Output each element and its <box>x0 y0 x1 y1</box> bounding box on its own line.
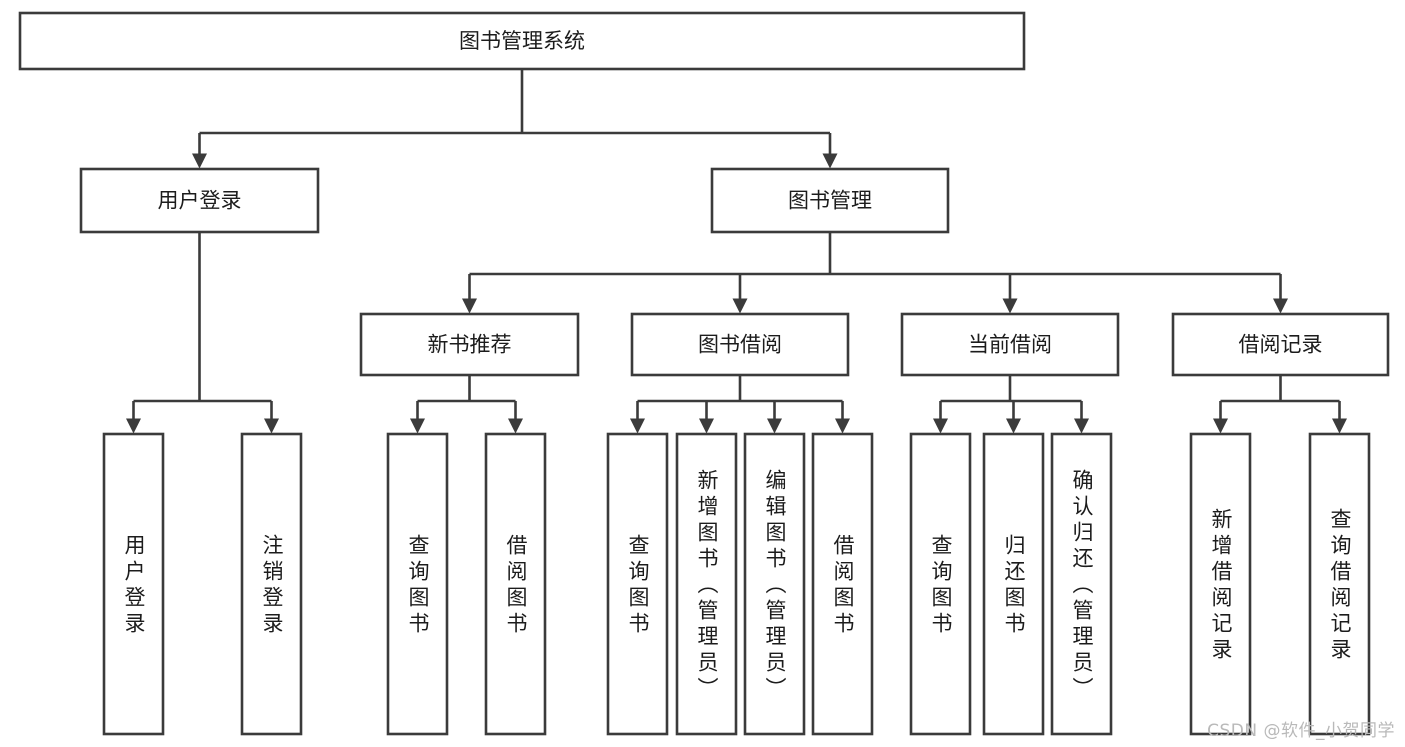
node-new-book-rec[interactable] <box>359 312 580 377</box>
node-leaf-edit-book[interactable] <box>743 432 806 736</box>
arrow-icon-new-book-rec <box>462 298 477 314</box>
arrow-icon-leaf-borrow-book <box>835 418 850 434</box>
node-current-borrow[interactable] <box>900 312 1120 377</box>
node-leaf-return-book[interactable] <box>982 432 1045 736</box>
node-layer <box>18 11 1390 736</box>
node-leaf-borrow-book-rec[interactable] <box>484 432 547 736</box>
arrow-icon-borrow-record <box>1273 298 1288 314</box>
node-leaf-query-record[interactable] <box>1308 432 1371 736</box>
node-leaf-borrow-book[interactable] <box>811 432 874 736</box>
arrow-icon-leaf-query-book-borrow <box>630 418 645 434</box>
node-user-login[interactable] <box>79 167 320 234</box>
arrow-icon-leaf-query-book-rec <box>410 418 425 434</box>
node-leaf-confirm-return[interactable] <box>1050 432 1113 736</box>
arrow-icon-book-manage <box>822 153 838 169</box>
node-leaf-query-book-rec[interactable] <box>386 432 449 736</box>
arrow-icon-leaf-user-login <box>126 418 141 434</box>
node-label-current-borrow: 当前借阅 <box>968 333 1052 357</box>
node-leaf-user-login[interactable] <box>102 432 165 736</box>
node-label-user-login: 用户登录 <box>158 189 242 213</box>
arrow-icon-user-login <box>192 153 207 169</box>
arrow-icon-book-borrow <box>732 298 748 314</box>
arrow-icon-leaf-return-book <box>1006 418 1021 434</box>
node-leaf-add-record[interactable] <box>1189 432 1252 736</box>
node-leaf-add-book[interactable] <box>675 432 738 736</box>
arrow-icon-leaf-confirm-return <box>1074 418 1089 434</box>
arrow-icon-leaf-query-record <box>1332 418 1347 434</box>
arrow-icon-leaf-query-book-cur <box>933 418 948 434</box>
node-label-borrow-record: 借阅记录 <box>1239 333 1323 357</box>
node-label-book-borrow: 图书借阅 <box>698 333 782 357</box>
node-book-manage[interactable] <box>710 167 950 234</box>
node-label-new-book-rec: 新书推荐 <box>428 333 512 357</box>
node-leaf-user-logout[interactable] <box>240 432 303 736</box>
arrow-icon-current-borrow <box>1002 298 1018 314</box>
node-leaf-query-book-borrow[interactable] <box>606 432 669 736</box>
arrow-icon-leaf-add-record <box>1213 418 1228 434</box>
arrow-icon-leaf-borrow-book-rec <box>508 418 523 434</box>
watermark: CSDN @软件_小贺同学 <box>1207 721 1395 741</box>
edge-layer <box>126 69 1347 434</box>
arrow-icon-leaf-edit-book <box>767 418 782 434</box>
node-book-borrow[interactable] <box>630 312 850 377</box>
node-label-root: 图书管理系统 <box>459 29 585 53</box>
node-leaf-query-book-cur[interactable] <box>909 432 972 736</box>
node-root[interactable] <box>18 11 1026 71</box>
node-label-book-manage: 图书管理 <box>788 189 872 213</box>
arrow-icon-leaf-user-logout <box>264 418 279 434</box>
node-borrow-record[interactable] <box>1171 312 1390 377</box>
arrow-icon-leaf-add-book <box>699 418 714 434</box>
